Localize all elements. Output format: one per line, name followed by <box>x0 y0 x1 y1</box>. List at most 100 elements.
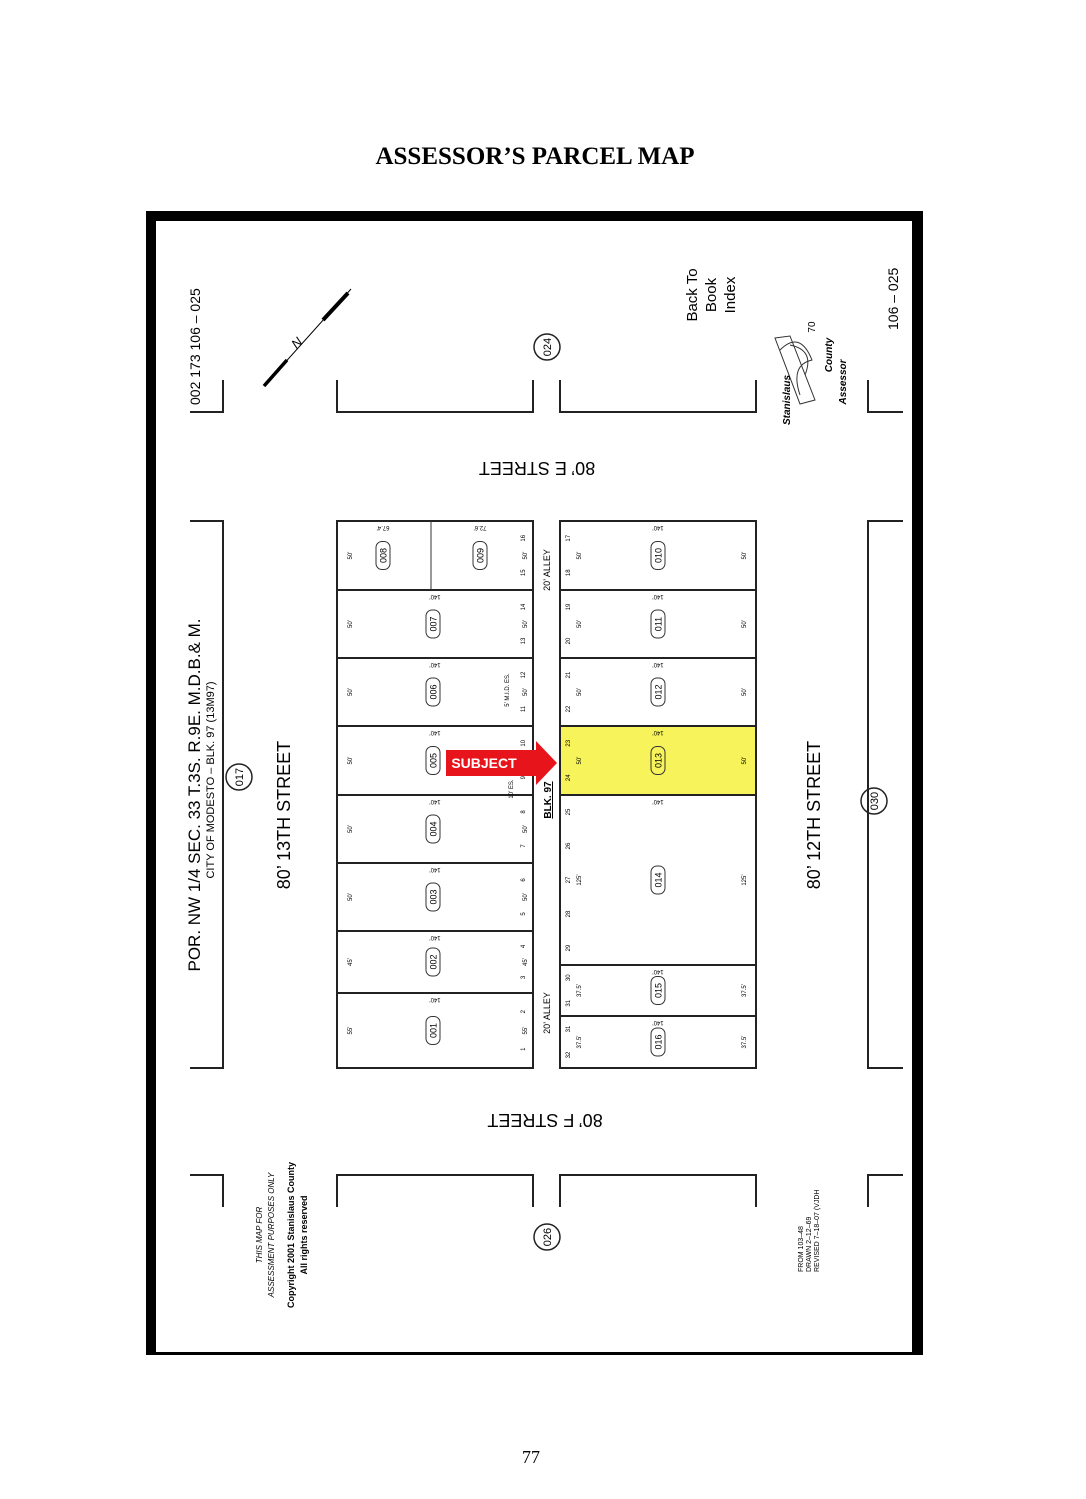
svg-text:All rights reserved: All rights reserved <box>299 1195 309 1274</box>
lot-number: 22 <box>566 705 572 712</box>
parcel-frontage-rear: 45’ <box>523 958 529 966</box>
subject-arrow-icon: SUBJECT <box>446 741 557 785</box>
svg-text:ASSESSMENT PURPOSES ONLY: ASSESSMENT PURPOSES ONLY <box>267 1172 276 1298</box>
svg-text:026: 026 <box>542 1228 554 1246</box>
parcel-number: 009 <box>476 548 486 563</box>
lot-number: 17 <box>566 534 572 541</box>
lot-number: 29 <box>566 944 572 951</box>
alley-label-top: 20’ ALLEY <box>542 549 552 591</box>
parcel-003[interactable]: 003 <box>425 882 441 912</box>
parcel-004[interactable]: 004 <box>425 814 441 844</box>
parcel-012[interactable]: 012 <box>650 677 666 707</box>
parcel-008[interactable]: 008 <box>375 541 391 570</box>
parcel-frontage-front: 50’ <box>348 551 354 559</box>
parcel-number: 014 <box>654 872 664 887</box>
page-title: ASSESSOR’S PARCEL MAP <box>375 143 694 170</box>
svg-text:County: County <box>824 337 835 372</box>
parcel-016[interactable]: 016 <box>650 1027 666 1057</box>
parcel-frontage-front: 50’ <box>348 756 354 764</box>
lot-number: 2 <box>521 1009 527 1013</box>
svg-text:Copyright 2001 Stanislaus Coun: Copyright 2001 Stanislaus County <box>286 1162 296 1308</box>
parcel-frontage-front: 50’ <box>577 756 583 764</box>
north-arrow-icon: N <box>262 288 352 388</box>
parcel-frontage-front: 50’ <box>348 688 354 696</box>
lot-number: 16 <box>521 534 527 541</box>
lot-number: 20 <box>566 637 572 644</box>
parcel-001[interactable]: 001 <box>425 1016 441 1045</box>
lot-number: 14 <box>521 603 527 610</box>
parcel-015[interactable]: 015 <box>650 976 666 1005</box>
parcel-number: 004 <box>429 821 439 836</box>
back-to-book-index-link[interactable]: Back To Book Index <box>684 268 739 321</box>
parcel-depth: 140’ <box>652 798 663 804</box>
adjacent-page-017[interactable]: 017 <box>225 763 253 791</box>
parcel-depth: 140’ <box>652 968 663 974</box>
lot-number: 1 <box>521 1047 527 1051</box>
svg-text:024: 024 <box>542 338 554 356</box>
parcel-number: 012 <box>654 684 664 699</box>
disclaimer-note: THIS MAP FOR ASSESSMENT PURPOSES ONLY Co… <box>255 1162 309 1308</box>
parcel-007[interactable]: 007 <box>425 609 441 639</box>
parcel-011[interactable]: 011 <box>650 609 666 639</box>
parcel-frontage-front: 55’ <box>348 1026 354 1034</box>
city-block-reference: CITY OF MODESTO – BLK. 97 (13M97) <box>205 681 217 878</box>
parcel-002[interactable]: 002 <box>425 947 441 977</box>
street-lines <box>190 380 903 1207</box>
parcel-depth: 140’ <box>429 729 440 735</box>
parcel-frontage-rear: 50’ <box>742 756 748 764</box>
book-page-left: 002 173 106 – 025 <box>187 288 203 405</box>
svg-text:Assessor: Assessor <box>838 358 849 405</box>
parcel-009[interactable]: 009 <box>472 541 488 570</box>
parcel-grid: 00867.4’50’50’161500972.6’007140’50’50’1… <box>336 520 757 1069</box>
parcel-depth: 140’ <box>429 934 440 940</box>
lot-number: 19 <box>566 603 572 610</box>
svg-text:Book: Book <box>703 277 720 312</box>
lot-number: 32 <box>566 1051 572 1058</box>
parcel-frontage-rear: 50’ <box>742 688 748 696</box>
parcel-frontage-rear: 50’ <box>742 620 748 628</box>
parcel-depth: 140’ <box>429 866 440 872</box>
parcel-depth: 140’ <box>652 593 663 599</box>
parcel-depth: 140’ <box>429 593 440 599</box>
stanislaus-county-assessor-logo: Stanislaus County Assessor 70 <box>774 321 849 425</box>
subject-parcel-highlight <box>560 726 756 795</box>
parcel-frontage-rear: 125’ <box>742 874 748 885</box>
parcel-depth: 140’ <box>652 729 663 735</box>
lot-number: 13 <box>521 637 527 644</box>
lot-number: 27 <box>566 876 572 883</box>
parcel-number: 016 <box>654 1034 664 1049</box>
street-13th: 80’ 13TH STREET <box>274 741 294 889</box>
parcel-005[interactable]: 005 <box>425 746 441 775</box>
parcel-014[interactable]: 014 <box>650 865 666 895</box>
lot-number: 3 <box>521 975 527 979</box>
lot-number: 18 <box>566 569 572 576</box>
svg-text:DRAWN 2–12–69: DRAWN 2–12–69 <box>806 1217 813 1272</box>
svg-text:Stanislaus: Stanislaus <box>782 375 793 425</box>
parcel-number: 015 <box>654 983 664 998</box>
parcel-frontage-front: 50’ <box>577 620 583 628</box>
parcel-frontage-front: 50’ <box>348 825 354 833</box>
adjacent-page-024[interactable]: 024 <box>533 333 561 361</box>
parcel-013[interactable]: 013 <box>650 746 666 775</box>
svg-text:017: 017 <box>234 768 246 786</box>
parcel-frontage-front: 45’ <box>348 958 354 966</box>
lot-number: 6 <box>521 878 527 882</box>
adjacent-page-030[interactable]: 030 <box>860 787 888 815</box>
parcel-number: 002 <box>429 954 439 969</box>
svg-text:THIS MAP FOR: THIS MAP FOR <box>255 1206 264 1263</box>
parcel-number: 011 <box>654 617 664 631</box>
parcel-depth: 140’ <box>429 996 440 1002</box>
parcel-number: 003 <box>429 889 439 904</box>
parcel-number: 007 <box>429 616 439 631</box>
parcel-depth: 140’ <box>652 661 663 667</box>
parcel-frontage-rear: 37.5’ <box>742 1035 748 1048</box>
map-frame <box>146 211 923 1355</box>
parcel-010[interactable]: 010 <box>650 541 666 570</box>
parcel-frontage-rear: 50’ <box>523 893 529 901</box>
lot-number: 30 <box>566 974 572 981</box>
parcel-006[interactable]: 006 <box>425 677 441 707</box>
parcel-number: 006 <box>429 684 439 699</box>
parcel-depth: 140’ <box>429 661 440 667</box>
parcel-frontage-front: 50’ <box>348 893 354 901</box>
adjacent-page-026[interactable]: 026 <box>533 1223 561 1251</box>
